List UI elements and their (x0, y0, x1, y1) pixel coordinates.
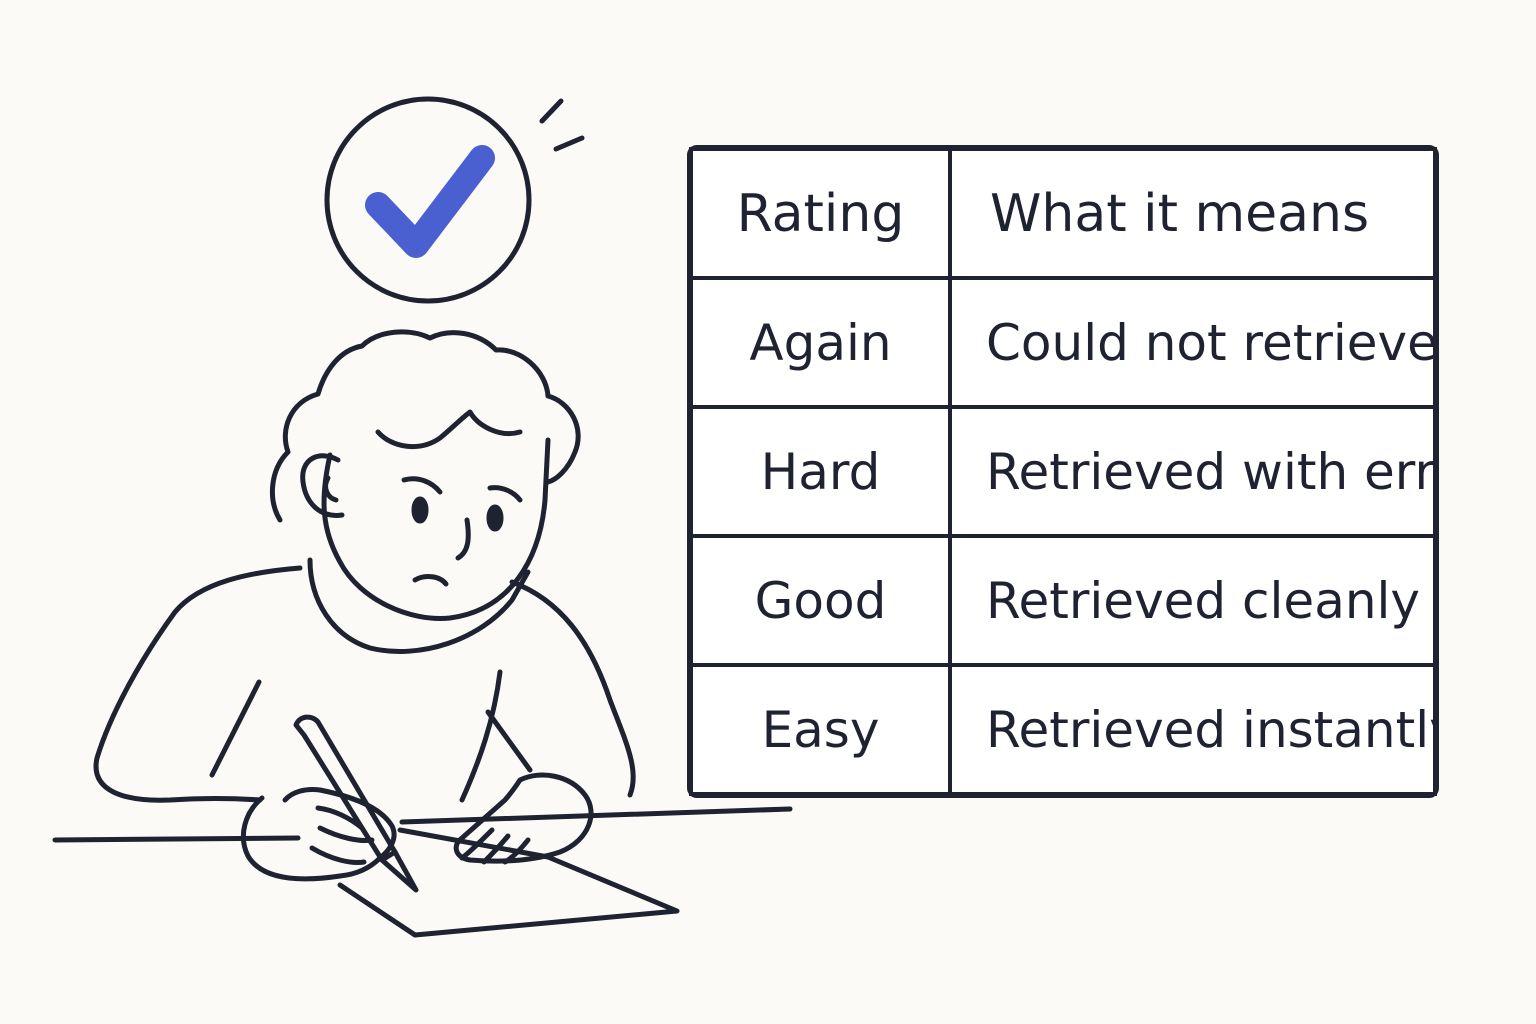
checkmark-icon (365, 145, 495, 258)
emphasis-mark-bottom (553, 135, 585, 152)
right-forearm (485, 709, 533, 773)
table-row: Again Could not retrieve (689, 276, 1437, 409)
writing-hand-fingers (309, 805, 375, 865)
right-arm-fold (459, 669, 503, 803)
left-eye (411, 496, 429, 524)
rating-table: Rating What it means Again Could not ret… (687, 145, 1439, 798)
hair (269, 329, 581, 523)
ear (300, 453, 345, 518)
torso (93, 565, 303, 803)
rating-cell-easy: Easy (689, 663, 952, 796)
table-row: Easy Retrieved instantly (689, 663, 1437, 796)
rating-cell-hard: Hard (689, 405, 952, 538)
left-eyebrow (401, 476, 443, 495)
hair-fringe (375, 409, 523, 450)
table-header-row: Rating What it means (689, 147, 1437, 280)
torso-right (509, 579, 636, 798)
writing-hand (240, 787, 397, 882)
nose (455, 517, 471, 561)
meaning-cell-good: Retrieved cleanly (948, 534, 1437, 667)
header-rating: Rating (689, 147, 952, 280)
meaning-cell-hard: Retrieved with errors (948, 405, 1437, 538)
meaning-cell-again: Could not retrieve (948, 276, 1437, 409)
pencil (293, 714, 419, 893)
checkmark-badge (324, 96, 585, 304)
meaning-cell-easy: Retrieved instantly (948, 663, 1437, 796)
emphasis-mark-top (539, 98, 564, 124)
resting-hand-fingers (459, 827, 531, 865)
table-row: Hard Retrieved with errors (689, 405, 1437, 538)
ear-inner (323, 475, 339, 503)
neck (307, 557, 531, 654)
right-eyebrow (487, 485, 523, 503)
table-row: Good Retrieved cleanly (689, 534, 1437, 667)
rating-cell-again: Again (689, 276, 952, 409)
resting-hand (453, 772, 594, 864)
face (321, 437, 551, 621)
mouth (412, 574, 449, 587)
left-arm-fold (209, 679, 262, 778)
badge-circle (324, 96, 532, 304)
header-meaning: What it means (948, 147, 1437, 280)
rating-cell-good: Good (689, 534, 952, 667)
desk-edge (52, 806, 793, 843)
right-eye (486, 504, 504, 532)
